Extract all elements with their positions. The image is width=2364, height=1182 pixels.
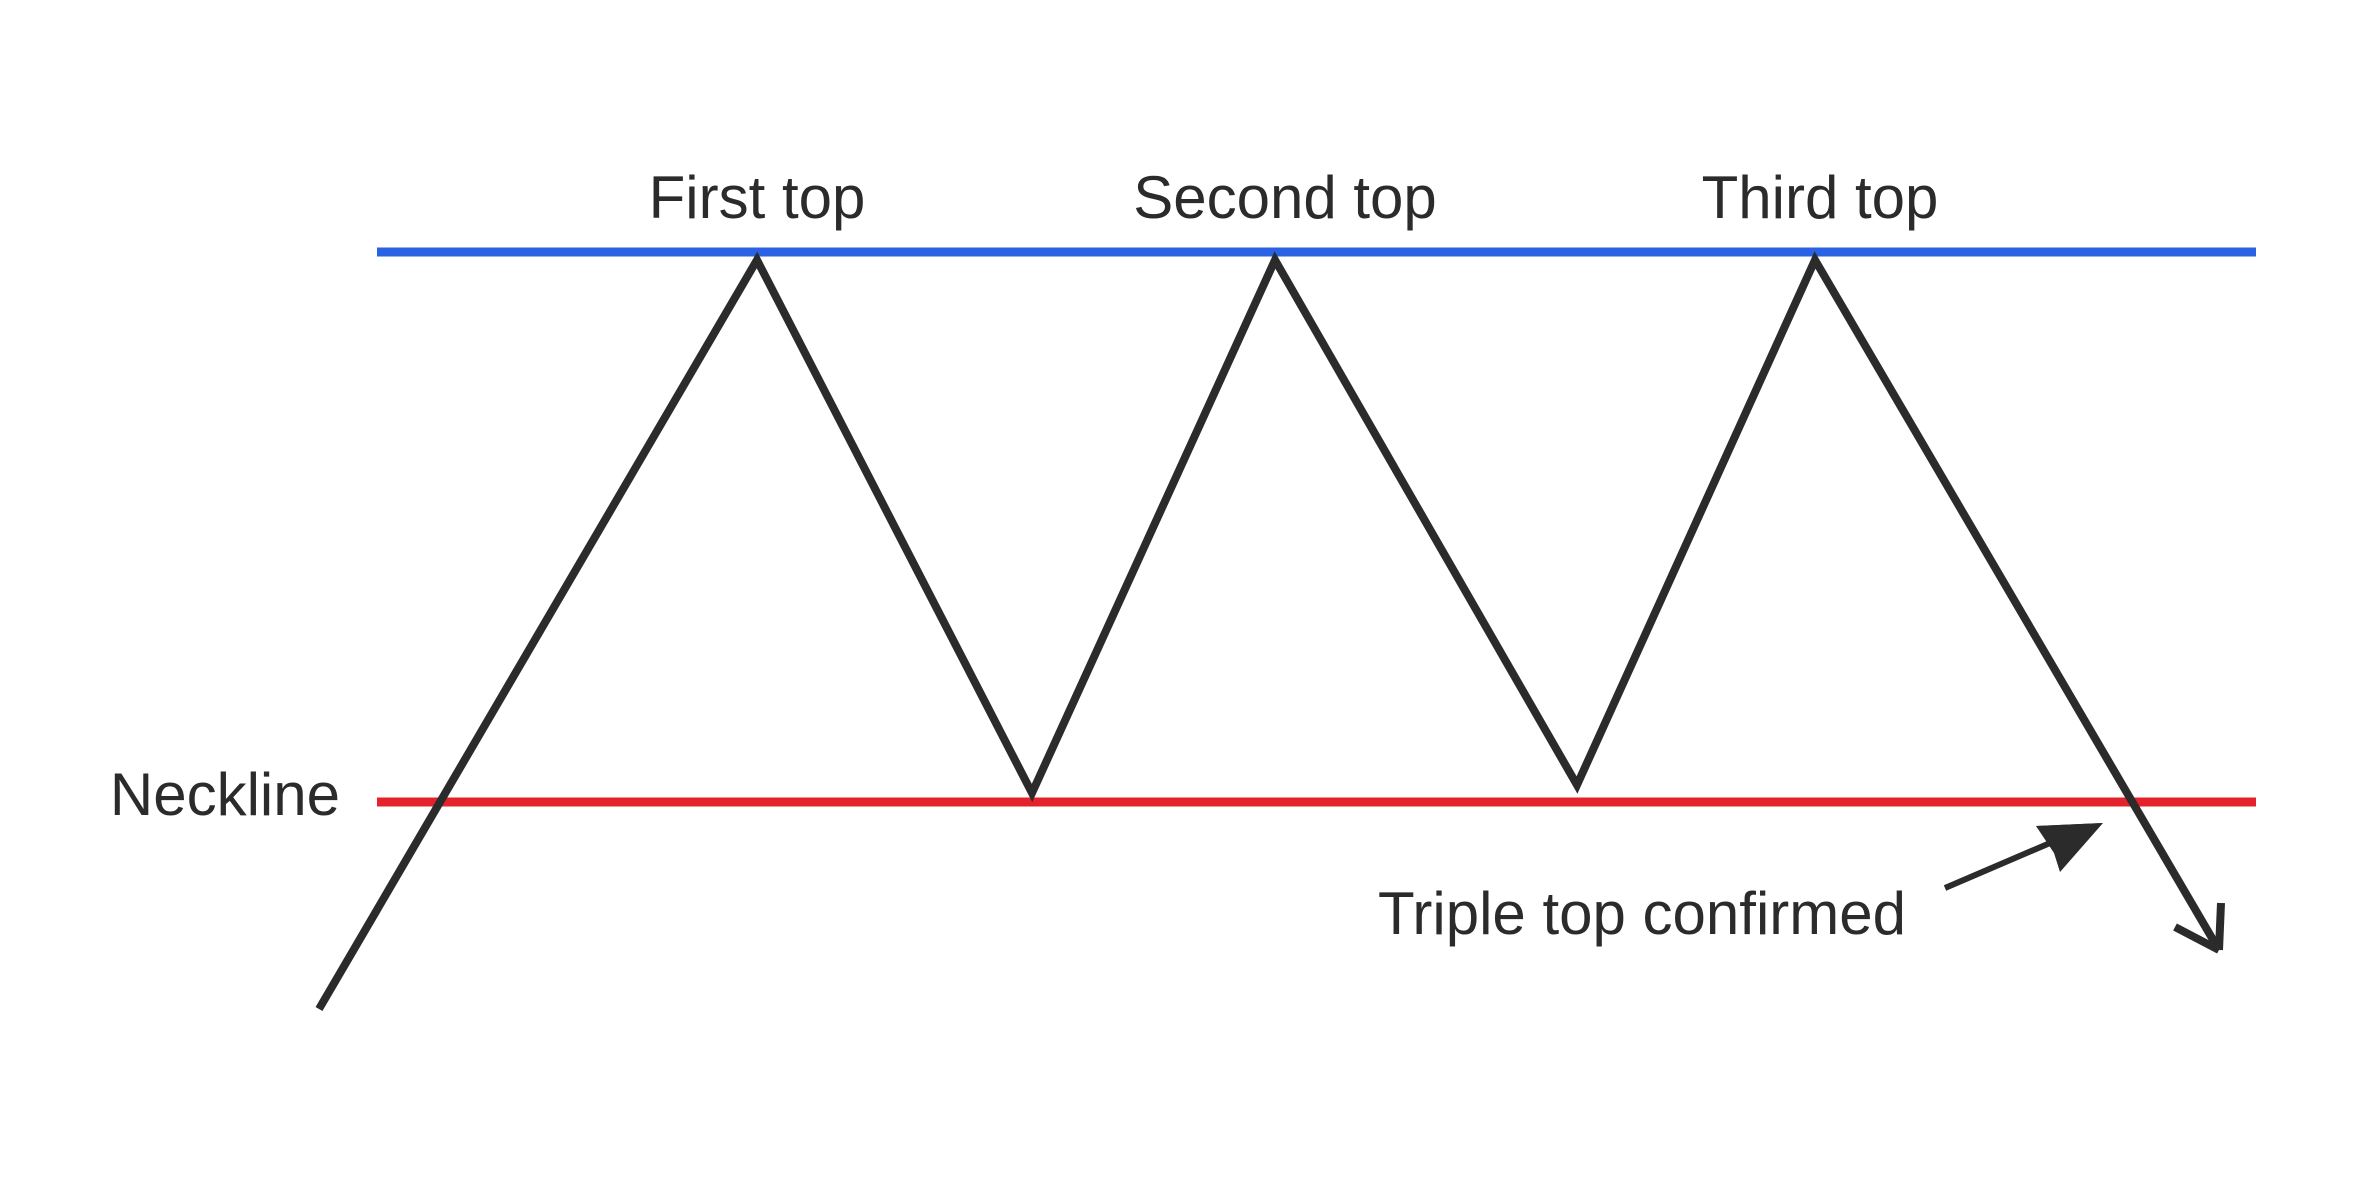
price-path xyxy=(315,251,2223,1012)
triple-top-confirmed-label: Triple top confirmed xyxy=(1378,880,1906,947)
second-top-label: Second top xyxy=(1133,164,1437,231)
arrow-up-right-icon xyxy=(1943,823,2103,891)
third-top-label: Third top xyxy=(1702,164,1939,231)
arrowhead-down-right-icon xyxy=(2173,902,2225,954)
first-top-label: First top xyxy=(649,164,866,231)
neckline-label: Neckline xyxy=(110,761,340,828)
